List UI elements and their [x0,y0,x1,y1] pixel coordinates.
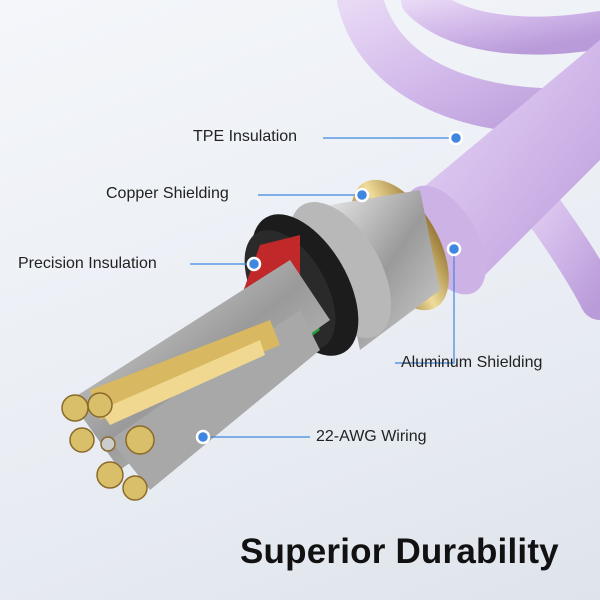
label-tpe-insulation: TPE Insulation [193,128,298,145]
precision-dot [246,256,262,272]
copper-dot [354,187,370,203]
label-precision-insulation: Precision Insulation [18,255,157,272]
tpe-dot [448,130,464,146]
label-aluminum-shielding: Aluminum Shielding [401,354,543,371]
leader-lines [190,137,456,438]
label-22awg-wiring: 22-AWG Wiring [316,428,427,445]
label-copper-shielding: Copper Shielding [106,185,229,202]
headline: Superior Durability [240,532,559,571]
wire-strands [70,260,330,490]
aluminum-dot [446,241,462,257]
wiring-dot [195,429,211,445]
callout-dots [195,130,464,445]
strand-ends [61,392,155,501]
